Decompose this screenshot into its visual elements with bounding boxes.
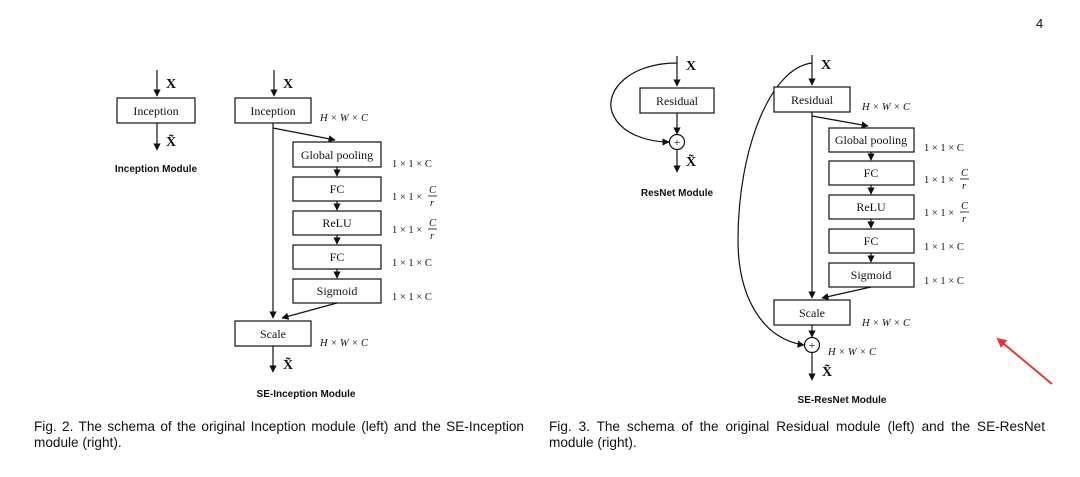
fig3-right-module-title: SE-ResNet Module [798,395,887,406]
fig3-relu-box [828,194,915,220]
fig3-dim-hwc-add: H × W × C [827,347,877,358]
fig2-global-pooling-label: Global pooling [301,148,373,162]
fig2-se-inception-module: X Inception H × W × C Global pooling 1 ×… [234,70,437,400]
fig3-residual-label: Residual [791,93,834,107]
fig2-dim-hwc-top: H × W × C [319,113,369,124]
fig2-right-output-label: X̃ [283,356,293,373]
fig3-resnet-module: X Residual + X̃ ResNet Module [610,56,715,199]
fig3-fc2-label: FC [864,234,879,248]
fig2-fc2-label: FC [330,250,345,264]
fig3-global-pooling-box [828,127,915,153]
fig3-relu-label: ReLU [856,200,886,214]
fig2-right-input-label: X [283,77,293,92]
fig2-dim-pool: 1 × 1 × C [392,159,432,170]
fig3-left-add-node [668,133,686,151]
annotation-arrow-icon [996,337,1053,385]
fig2-fc2-box [292,244,382,270]
fig3-dim-fc2: 1 × 1 × C [924,242,964,253]
fig3-sigmoid-box [828,262,915,288]
fig2-relu-label: ReLU [322,216,352,230]
fig2-left-inception-label: Inception [133,104,178,118]
fig3-fc1-box [828,160,915,186]
fig3-dim-fc1-num: C [961,168,969,179]
fig3-dim-hwc-scale: H × W × C [861,318,911,329]
fig3-left-residual-box [639,87,715,114]
fig2-left-output-label: X̃ [166,133,176,150]
fig2-dim-relu-prefix: 1 × 1 × [392,225,422,236]
fig3-right-output-label: X̃ [822,363,832,380]
fig3-global-pooling-label: Global pooling [835,133,907,147]
fig3-left-input-label: X [686,59,696,74]
fig2-left-input-label: X [166,77,176,92]
fig3-left-residual-label: Residual [656,94,699,108]
fig3-scale-box [773,299,851,326]
fig2-sigmoid-box [292,278,382,304]
fig2-left-inception-box [116,97,196,124]
fig2-dim-fc2: 1 × 1 × C [392,258,432,269]
fig3-left-output-label: X̃ [686,153,696,170]
fig3-dim-fc1-den: r [962,181,967,192]
fig3-dim-pool: 1 × 1 × C [924,143,964,154]
fig3-fc1-label: FC [864,166,879,180]
fig3-dim-relu-prefix: 1 × 1 × [924,208,954,219]
fig2-dim-fc1-prefix: 1 × 1 × [392,192,422,203]
fig3-left-plus: + [674,135,681,149]
fig3-dim-hwc-top: H × W × C [861,102,911,113]
fig3-right-plus: + [809,338,816,352]
fig3-residual-box [773,86,851,113]
fig2-dim-hwc-bottom: H × W × C [319,338,369,349]
fig3-dim-relu-num: C [961,201,969,212]
fig2-dim-fc1-den: r [430,198,435,209]
fig2-right-module-title: SE-Inception Module [257,389,356,400]
fig3-left-module-title: ResNet Module [641,188,714,199]
fig3-sigmoid-label: Sigmoid [851,268,892,282]
fig2-scale-label: Scale [260,327,286,341]
fig2-caption: Fig. 2. The schema of the original Incep… [34,419,524,450]
fig2-sigmoid-label: Sigmoid [317,284,358,298]
fig3-right-add-node [803,336,821,354]
fig2-dim-relu-num: C [429,218,437,229]
fig2-fc1-box [292,176,382,202]
fig2-inception-box [234,97,312,124]
fig3-se-resnet-module: X Residual H × W × C Global pooling 1 × … [737,55,969,406]
fig2-inception-module: X Inception X̃ Inception Module [115,70,198,175]
fig2-left-module-title: Inception Module [115,164,198,175]
fig2-inception-label: Inception [250,104,295,118]
fig2-dim-fc1-num: C [429,185,437,196]
fig2-dim-relu-den: r [430,231,435,242]
fig2-global-pooling-box [292,141,382,168]
fig2-dim-sigmoid: 1 × 1 × C [392,292,432,303]
fig3-scale-label: Scale [799,306,825,320]
fig2-fc1-label: FC [330,182,345,196]
fig3-right-input-label: X [821,58,831,73]
page-number: 4 [1036,16,1044,31]
fig3-dim-fc1-prefix: 1 × 1 × [924,175,954,186]
fig3-dim-relu-den: r [962,214,967,225]
fig3-caption: Fig. 3. The schema of the original Resid… [549,419,1045,450]
fig3-fc2-box [828,228,915,254]
fig3-dim-sigmoid: 1 × 1 × C [924,276,964,287]
